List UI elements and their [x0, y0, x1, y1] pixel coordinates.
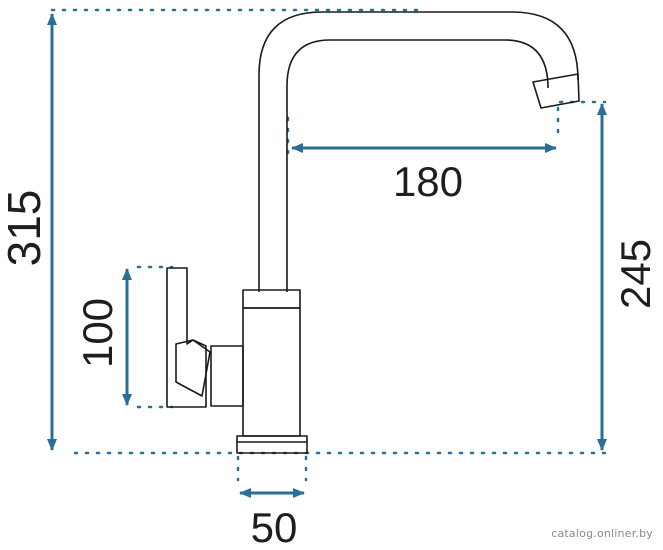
base-diameter-label: 50	[251, 504, 298, 550]
spout-reach-label: 180	[393, 158, 463, 205]
lever-handle	[166, 267, 207, 408]
lever-height-label: 100	[74, 298, 121, 368]
spout-outer-edge	[258, 11, 579, 292]
total-height-label: 315	[0, 190, 50, 267]
dimension-arrows	[47, 13, 607, 498]
faucet-outline	[166, 11, 580, 454]
base-flange	[236, 435, 308, 454]
body-collar	[242, 289, 301, 309]
spout-inner-edge	[286, 39, 549, 292]
lever-joint	[175, 339, 211, 397]
faucet-body	[242, 307, 301, 437]
spout-aerator	[532, 73, 580, 109]
extension-lines	[50, 8, 607, 482]
watermark: catalog.onliner.by	[551, 527, 653, 540]
spout-height-label: 245	[612, 239, 659, 309]
cartridge-housing	[210, 345, 244, 407]
